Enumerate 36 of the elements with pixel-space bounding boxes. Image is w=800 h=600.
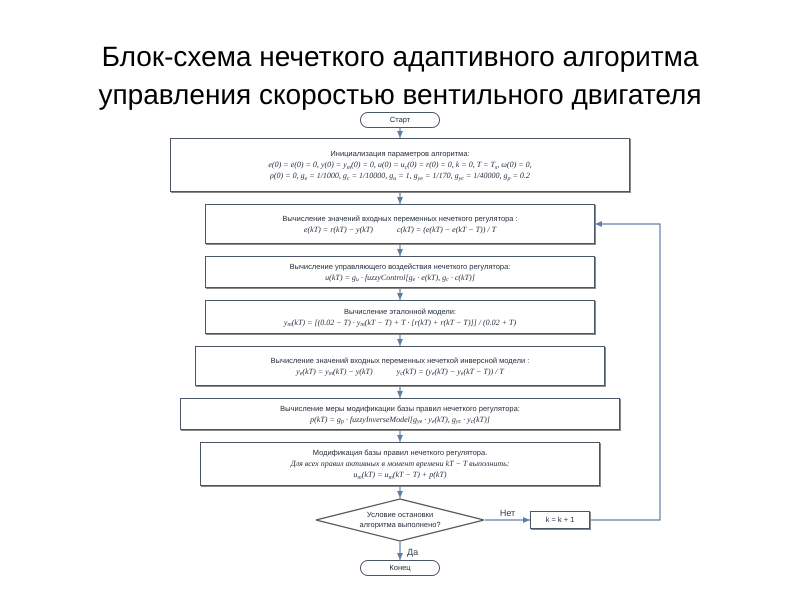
- arrow: [397, 430, 403, 442]
- arrow: [397, 542, 403, 560]
- title: Блок-схема нечеткого адаптивного алгоритма управления скоростью вентильного двигателя: [98, 40, 702, 112]
- arrow: [485, 517, 530, 523]
- process-box: [195, 346, 605, 386]
- process-box: [200, 442, 600, 486]
- arrow: [397, 386, 403, 398]
- process-box: [205, 300, 595, 334]
- arrow: [397, 486, 403, 498]
- arrow: [397, 334, 403, 346]
- arrow: [590, 221, 661, 521]
- process-box: [180, 398, 620, 430]
- arrow: [397, 244, 403, 256]
- formula: c(kT) = (e(kT) − e(kT − T)) / T: [396, 224, 496, 234]
- edge-label: Нет: [498, 508, 516, 518]
- formula: y$_{c}$(kT) = (y$_{e}$(kT) − y$_{e}$(kT − T)) / T: [396, 366, 504, 376]
- arrow: [397, 128, 403, 138]
- arrow: [397, 288, 403, 300]
- formula: Для всех правил активных в момент времени kT − T выполнить:: [290, 458, 510, 469]
- process-box: [530, 511, 590, 529]
- end-terminal: [360, 560, 440, 576]
- formula: ρ(0) = 0, g$_{e}$ = 1/1000, g$_{c}$ = 1/10000, g$_{u}$ = 1, g$_{ye}$ = 1/170, g$_{yc}$ = 1/40000, g$_{p}$ = 0.2: [270, 170, 530, 181]
- formula: y$_{e}$(kT) = y$_{m}$(kT) − y(kT): [296, 366, 373, 376]
- edge-label: Да: [406, 547, 420, 557]
- start-terminal: [360, 112, 440, 128]
- decision-diamond: [315, 498, 485, 542]
- process-box: [170, 138, 630, 192]
- formula: e(kT) = r(kT) − y(kT): [304, 224, 373, 234]
- formula: u(kT) = g$_{u}$ · fuzzyControl[g$_{e}$ · e(kT), g$_{c}$ · c(kT)]: [325, 272, 475, 282]
- formula: y$_{m}$(kT) = [(0.02 − T) · y$_{m}$(kT − T) + T · [r(kT) + r(kT − T)]] / (0.02 + T): [284, 316, 516, 328]
- formula: p(kT) = g$_{p}$ · fuzzyInverseModel[g$_{ye}$ · y$_{e}$(kT), g$_{yc}$ · y$_{c}$(kT)]: [310, 414, 490, 424]
- process-box: [205, 256, 595, 288]
- process-box: [205, 204, 595, 244]
- formula: u$_{m}$(kT) = u$_{m}$(kT − T) + p(kT): [353, 469, 447, 480]
- formula: e(0) = ė(0) = 0, y(0) = y$_{m}$(0) = 0, u(0) = u$_{c}$(0) = r(0) = 0, k = 0, T = T$_{s}$, ω(0) = 0,: [268, 159, 532, 170]
- arrow: [397, 192, 403, 204]
